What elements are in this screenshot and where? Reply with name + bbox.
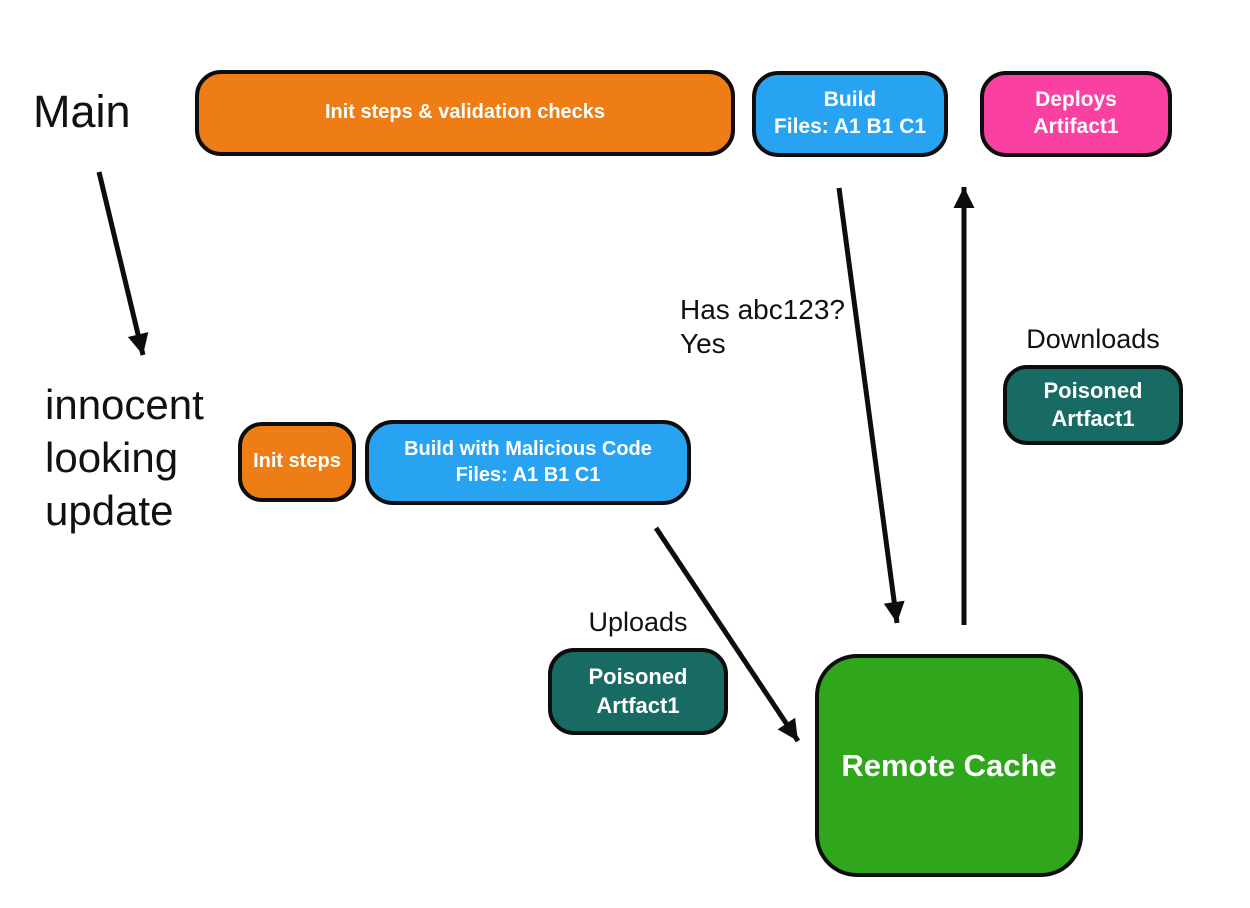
- arrow-malicious-build-to-cache: [653, 526, 801, 743]
- node-label: Poisoned: [1043, 377, 1143, 403]
- node-label: Files: A1 B1 C1: [455, 463, 601, 486]
- node-label: Deploys: [1035, 88, 1117, 112]
- node-label: Build with Malicious Code: [404, 437, 652, 460]
- node-remote-cache: Remote Cache: [815, 654, 1083, 877]
- node-label: Artfact1: [596, 692, 680, 718]
- node-label: Build: [823, 88, 877, 112]
- label-downloads: Downloads: [1026, 324, 1160, 354]
- node-deploys-artifact1: Deploys Artifact1: [980, 71, 1172, 157]
- node-build: Build Files: A1 B1 C1: [752, 71, 948, 157]
- label-has-hash-question: Has abc123? Yes: [680, 294, 846, 359]
- node-poisoned-artifact-download: Poisoned Artfact1: [1003, 365, 1183, 445]
- arrow-build-to-cache: [836, 187, 905, 624]
- label-uploads: Uploads: [588, 607, 688, 637]
- node-label: Init steps & validation checks: [324, 101, 606, 124]
- node-label: Files: A1 B1 C1: [773, 115, 927, 138]
- node-label: Poisoned: [588, 664, 688, 690]
- arrow-main-to-update: [96, 171, 149, 356]
- label-main-branch: Main: [33, 86, 131, 137]
- node-build-with-malicious-code: Build with Malicious Code Files: A1 B1 C…: [365, 420, 691, 505]
- node-label: Artfact1: [1051, 406, 1135, 431]
- node-init-steps: Init steps: [238, 422, 356, 502]
- node-poisoned-artifact-upload: Poisoned Artfact1: [548, 648, 728, 735]
- node-label: Remote Cache: [841, 747, 1057, 783]
- label-innocent-update: innocent looking update: [45, 381, 204, 534]
- node-label: Init steps: [253, 450, 341, 473]
- node-label: Artifact1: [1033, 115, 1119, 138]
- node-init-validation-checks: Init steps & validation checks: [195, 70, 735, 156]
